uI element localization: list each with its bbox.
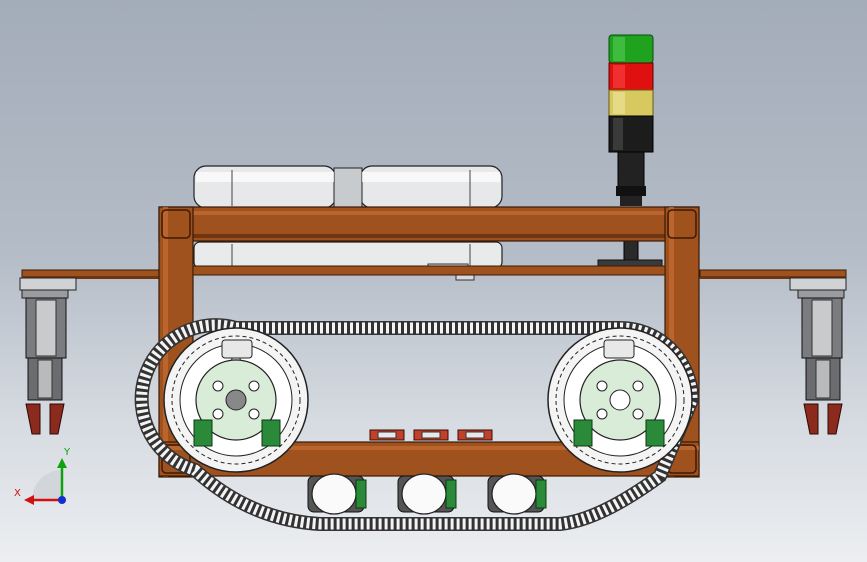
axis-x-label: X xyxy=(14,488,21,499)
stack-light-pole xyxy=(617,151,645,189)
drive-sprocket-right[interactable] xyxy=(547,327,693,473)
drive-sprocket-left[interactable] xyxy=(163,327,309,473)
sensor-3[interactable] xyxy=(457,429,493,441)
road-wheel-3[interactable] xyxy=(487,473,547,515)
sensor-2[interactable] xyxy=(413,429,449,441)
axis-y-label: Y xyxy=(63,447,71,458)
sensor-1[interactable] xyxy=(369,429,405,441)
gripper-right[interactable] xyxy=(789,277,847,435)
side-arm-right[interactable] xyxy=(699,269,847,279)
coordinate-triad-icon: Y X xyxy=(14,447,71,505)
road-wheel-2[interactable] xyxy=(397,473,457,515)
gripper-left[interactable] xyxy=(19,277,77,435)
stack-light[interactable] xyxy=(597,34,663,269)
road-wheel-1[interactable] xyxy=(307,473,367,515)
